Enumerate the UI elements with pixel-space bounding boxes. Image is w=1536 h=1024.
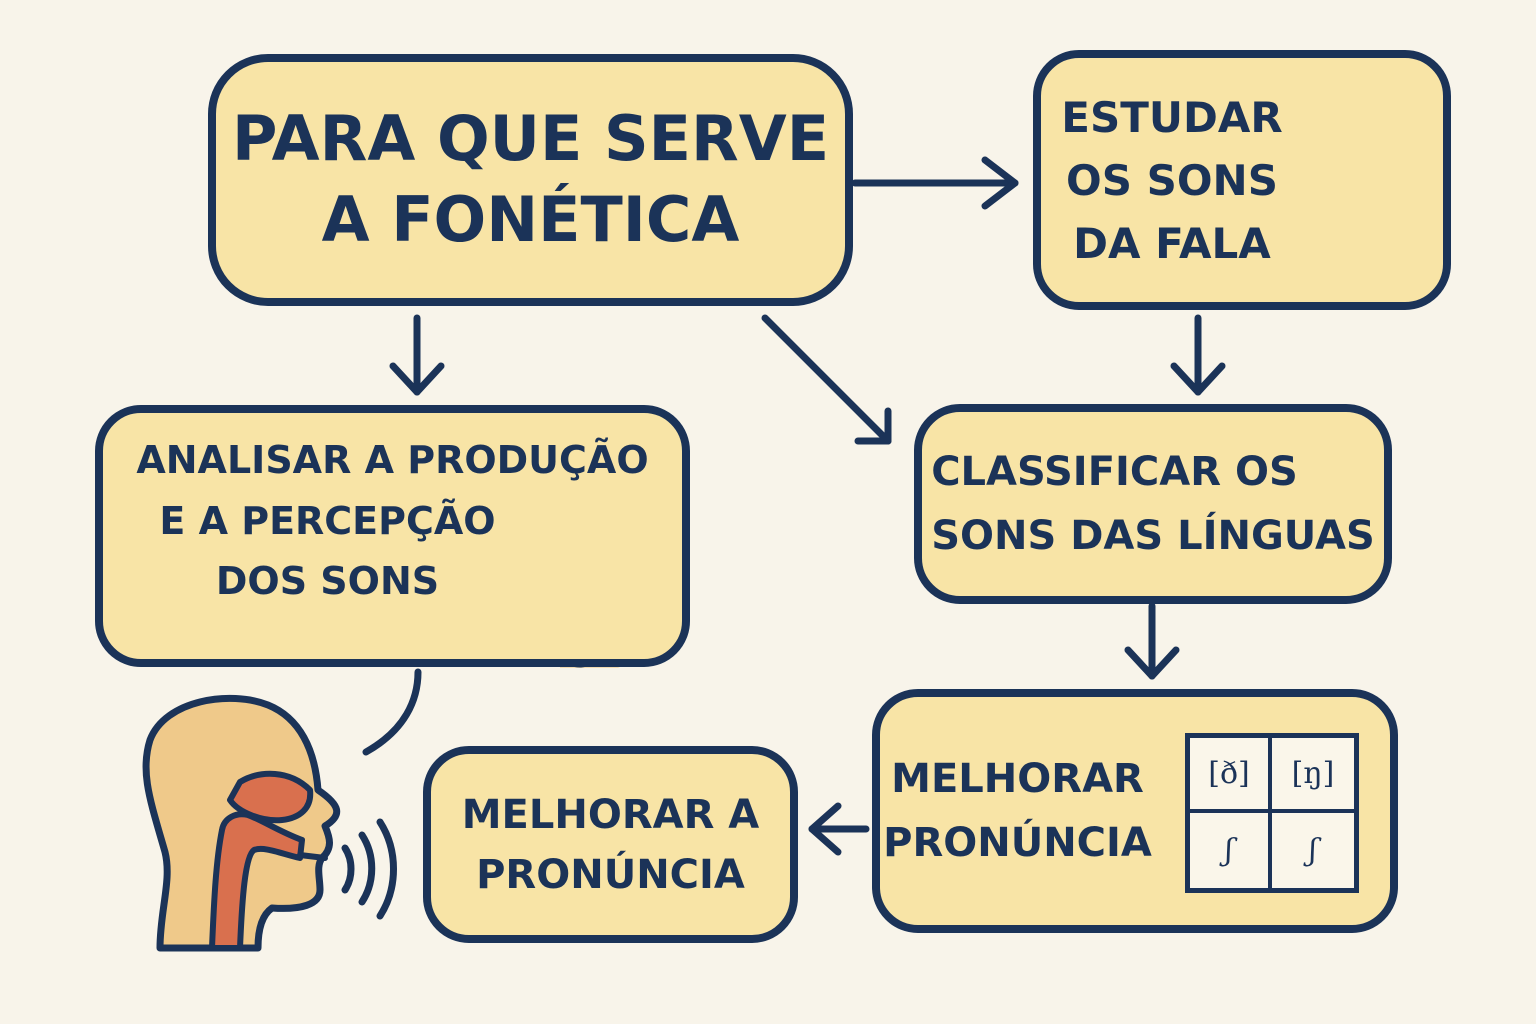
analisar-box: ANALISAR A PRODUÇÃO E A PERCEPÇÃO DOS SO… (95, 405, 690, 667)
estudar-line: ESTUDAR (1061, 92, 1283, 142)
arrow-title-to-classificar (761, 314, 892, 445)
title-box: PARA QUE SERVE A FONÉTICA (208, 54, 853, 306)
ipa-symbol: [ð] (1190, 738, 1272, 813)
classificar-line: SONS DAS LÍNGUAS (931, 513, 1375, 559)
arrow-title-to-estudar (851, 156, 1019, 210)
melhorar-pronuncia-line: PRONÚNCIA (883, 820, 1152, 866)
estudar-box: ESTUDAR OS SONS DA FALA (1033, 50, 1451, 310)
sound-waves-icon (341, 818, 397, 920)
analisar-line: E A PERCEPÇÃO (159, 498, 496, 543)
melhorar-a-pronuncia-line: PRONÚNCIA (476, 851, 745, 898)
title-line-1: PARA QUE SERVE (231, 102, 830, 176)
melhorar-a-pronuncia-box: MELHORAR A PRONÚNCIA (423, 746, 798, 943)
arrow-classificar-to-melhorar (1124, 602, 1180, 680)
estudar-line: DA FALA (1073, 218, 1271, 268)
estudar-line: OS SONS (1066, 155, 1278, 205)
analisar-line: DOS SONS (215, 559, 440, 604)
classificar-line: CLASSIFICAR OS (931, 449, 1298, 495)
arrow-title-to-analisar (389, 314, 445, 396)
head-profile-icon (142, 694, 340, 952)
ipa-symbol: [ŋ] (1272, 738, 1354, 813)
melhorar-a-pronuncia-line: MELHORAR A (461, 791, 760, 838)
ipa-symbol: ʃ (1308, 833, 1318, 868)
arrow-estudar-to-classificar (1170, 314, 1226, 396)
ipa-symbol-grid: [ð] [ŋ] ʃ ʃ (1185, 733, 1359, 893)
speech-tail (362, 668, 422, 756)
title-line-2: A FONÉTICA (321, 183, 740, 256)
arrow-melhorar-to-melhorar-a (808, 802, 870, 856)
ipa-symbol: ʃ (1190, 813, 1272, 888)
melhorar-pronuncia-line: MELHORAR (891, 756, 1144, 802)
classificar-box: CLASSIFICAR OS SONS DAS LÍNGUAS (914, 404, 1392, 604)
analisar-line: ANALISAR A PRODUÇÃO (136, 437, 649, 482)
